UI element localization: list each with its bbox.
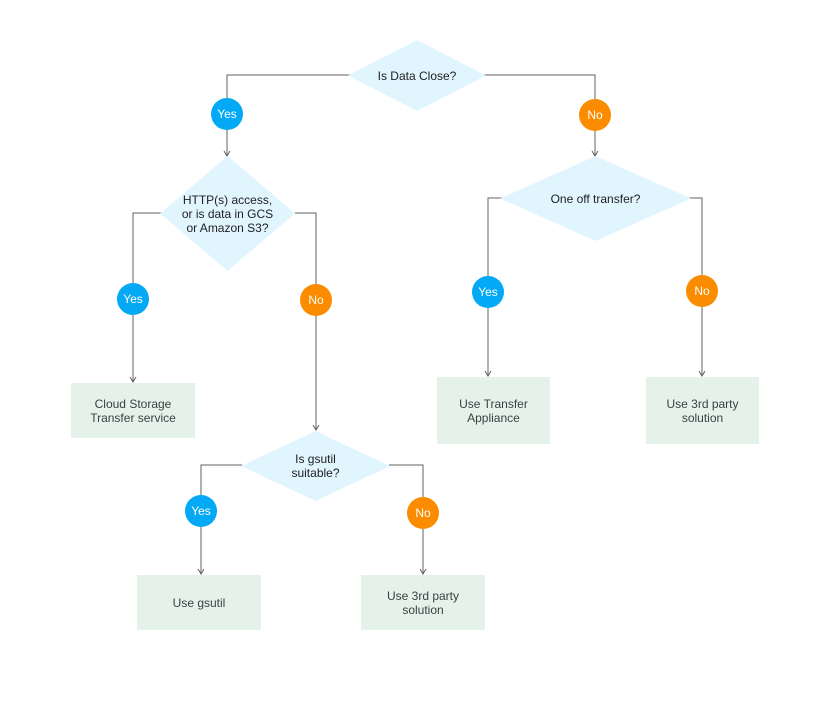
outcome-third-party-one-off: Use 3rd party solution [646,377,759,444]
connector-gsutil-no [389,464,427,575]
decision-http-access-label: HTTP(s) access, or is data in GCS or Ama… [181,192,274,235]
connector-gsutil-yes [197,464,242,575]
connector-one-off-no [689,197,706,377]
connector-http-yes [129,212,163,383]
decision-gsutil-suitable: Is gsutil suitable? [241,431,390,501]
yes-badge-data-close: Yes [211,98,243,130]
decision-data-close: Is Data Close? [348,40,486,111]
outcome-transfer-appliance: Use Transfer Appliance [437,377,550,444]
connector-one-off-yes [484,197,502,377]
outcome-use-gsutil: Use gsutil [137,575,261,630]
outcome-cloud-storage-transfer: Cloud Storage Transfer service [71,383,195,438]
decision-gsutil-suitable-label: Is gsutil suitable? [291,452,340,480]
decision-one-off-transfer: One off transfer? [500,156,691,241]
no-badge-gsutil: No [407,497,439,529]
no-badge-one-off: No [686,275,718,307]
yes-badge-gsutil: Yes [185,495,217,527]
decision-one-off-transfer-label: One off transfer? [550,191,641,206]
decision-http-access: HTTP(s) access, or is data in GCS or Ama… [160,156,295,271]
outcome-third-party-gsutil: Use 3rd party solution [361,575,485,630]
connector-data-close-yes [223,74,350,157]
decision-data-close-label: Is Data Close? [377,68,457,83]
connector-http-no [295,212,320,431]
no-badge-http-access: No [300,284,332,316]
no-badge-data-close: No [579,99,611,131]
yes-badge-one-off: Yes [472,276,504,308]
yes-badge-http-access: Yes [117,283,149,315]
